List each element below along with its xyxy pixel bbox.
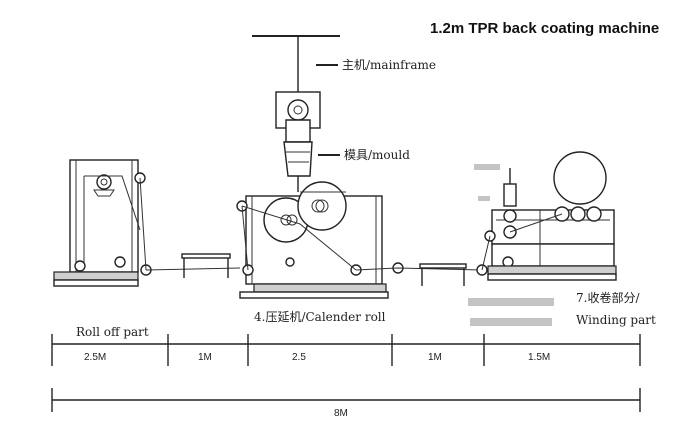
roll-off-unit bbox=[53, 159, 152, 287]
dim-seg-3: 2.5 bbox=[292, 352, 306, 363]
calender-label: 4.压延机/Calender roll bbox=[254, 310, 386, 324]
web-line-1 bbox=[145, 267, 241, 271]
winding-label-cn: 7.收卷部分/ bbox=[576, 290, 640, 305]
winding-label-en: Winding part bbox=[576, 313, 656, 327]
web-line-2 bbox=[355, 267, 483, 271]
calender-unit bbox=[236, 181, 404, 299]
mainframe-extruder bbox=[252, 35, 340, 192]
diagram-title: 1.2m TPR back coating machine bbox=[430, 20, 659, 37]
support-table-2 bbox=[419, 263, 467, 286]
dim-seg-2: 1M bbox=[198, 352, 212, 363]
support-table-1 bbox=[181, 253, 231, 278]
dim-seg-1: 2.5M bbox=[84, 352, 106, 363]
mainframe-label: 主机/mainframe bbox=[342, 58, 436, 72]
winding-unit bbox=[468, 151, 617, 326]
dim-total: 8M bbox=[334, 408, 348, 419]
dim-seg-5: 1.5M bbox=[528, 352, 550, 363]
dimension-row-1 bbox=[51, 334, 641, 366]
dim-seg-4: 1M bbox=[428, 352, 442, 363]
dimension-row-total bbox=[51, 388, 641, 412]
mould-label: 模具/mould bbox=[344, 148, 410, 162]
roll-off-label: Roll off part bbox=[76, 325, 149, 339]
